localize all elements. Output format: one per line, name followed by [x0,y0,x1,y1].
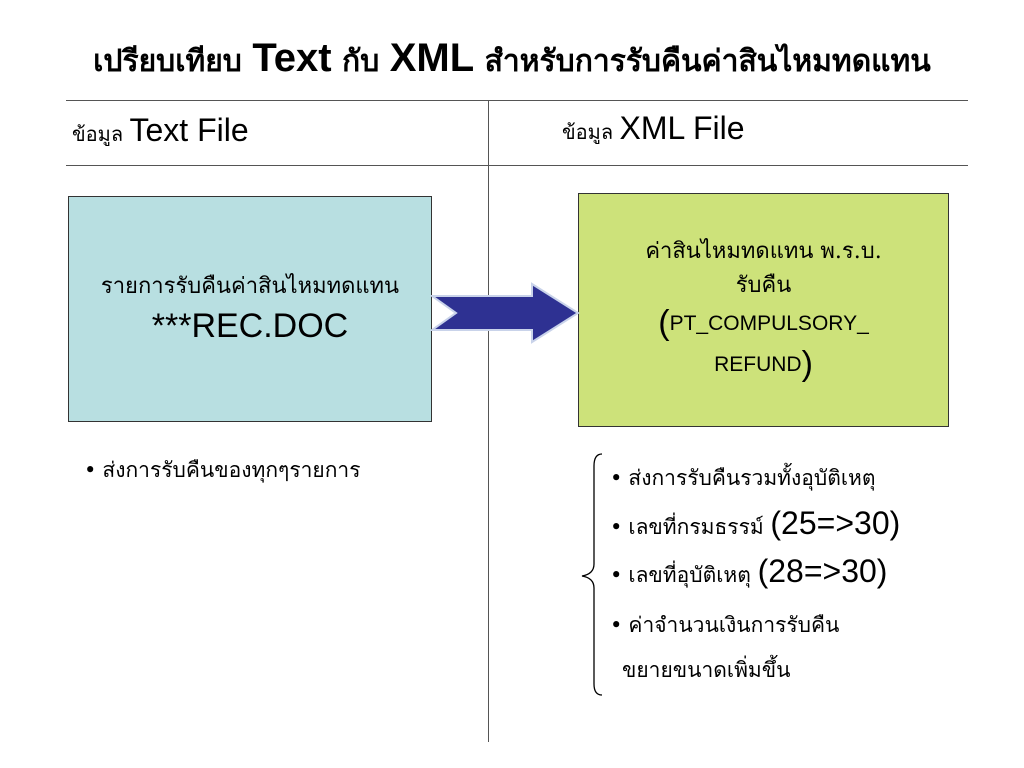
bullet-dot: • [610,613,623,637]
left-column-header: ข้อมูล Text File [72,112,249,150]
xml-file-box: ค่าสินไหมทดแทน พ.ร.บ. รับคืน (PT_COMPULS… [578,193,949,427]
xml-box-code-line2: REFUND) [714,344,813,385]
right-column-header: ข้อมูล XML File [562,110,745,148]
xml-box-line1: ค่าสินไหมทดแทน พ.ร.บ. [645,239,882,264]
title-part1: เปรียบเทียบ [93,44,242,79]
text-file-box-filename: ***REC.DOC [151,307,349,345]
title-xml-word: XML [389,36,475,80]
right-header-thai: ข้อมูล [562,120,614,144]
header-top-divider [66,100,968,101]
xml-box-line2: รับคืน [735,273,792,298]
right-bullet-text-2: เลขที่กรมธรรม์ [628,515,764,539]
xml-box-code1: PT_COMPULSORY_ [669,312,869,335]
bullet-dot: • [610,563,623,587]
curly-brace [581,453,603,696]
right-bullet-item-2: •เลขที่กรมธรรม์ (25=>30) [610,505,900,544]
xml-box-close-paren: ) [801,345,813,383]
page-title: เปรียบเทียบ Text กับ XML สำหรับการรับคืน… [0,36,1024,85]
right-bullet-continuation: ขยายขนาดเพิ่มขึ้น [622,658,791,682]
xml-box-code-line1: (PT_COMPULSORY_ [658,303,869,344]
right-bullet-text-3: เลขที่อุบัติเหตุ [628,563,751,587]
title-text-word: Text [252,36,332,80]
left-header-thai: ข้อมูล [72,122,124,146]
arrow-shape [430,282,580,344]
right-bullet-text-1: ส่งการรับคืนรวมทั้งอุบัติเหตุ [628,466,876,490]
right-bullet-extra-3: (28=>30) [757,553,888,589]
left-bullet-text: ส่งการรับคืนของทุกๆรายการ [102,458,361,482]
title-part2: กับ [342,44,380,79]
text-file-box: รายการรับคืนค่าสินไหมทดแทน ***REC.DOC [68,196,432,422]
brace-path [581,453,603,696]
xml-box-open-paren: ( [658,304,670,342]
right-bullet-item-3: •เลขที่อุบัติเหตุ (28=>30) [610,553,887,592]
bullet-dot: • [84,458,97,482]
right-bullet-text-4: ค่าจำนวนเงินการรับคืน [628,613,840,637]
conversion-arrow [430,282,580,344]
right-bullet-item-1: •ส่งการรับคืนรวมทั้งอุบัติเหตุ [610,462,876,495]
xml-box-code2: REFUND [714,353,802,376]
bullet-dot: • [610,466,623,490]
header-bottom-divider [66,165,968,166]
text-file-box-label: รายการรับคืนค่าสินไหมทดแทน [100,274,400,299]
bullet-dot: • [610,515,623,539]
right-bullet-extra-2: (25=>30) [770,505,901,541]
right-bullet-item-4: •ค่าจำนวนเงินการรับคืน [610,609,839,642]
left-header-en: Text File [129,112,249,148]
title-part3: สำหรับการรับคืนค่าสินไหมทดแทน [484,44,931,79]
column-divider [488,100,489,742]
right-header-en: XML File [619,110,745,146]
left-bullet-item: •ส่งการรับคืนของทุกๆรายการ [84,454,360,487]
